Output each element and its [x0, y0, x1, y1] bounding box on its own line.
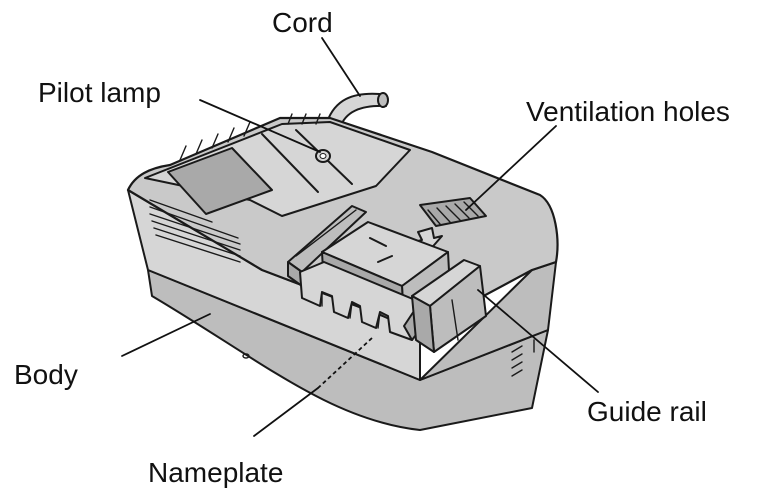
- ventilation-holes: [419, 197, 487, 227]
- rear-grille: [149, 113, 321, 263]
- label-cord: Cord: [272, 7, 333, 38]
- leader-cord: [321, 37, 361, 97]
- leader-lines: [121, 37, 599, 437]
- label-pilot-lamp: Pilot lamp: [38, 77, 161, 108]
- leader-body: [121, 313, 211, 357]
- leader-ventilation-holes: [465, 125, 557, 211]
- pilot-lamp-indicator: [315, 149, 331, 163]
- leader-nameplate: [253, 387, 319, 437]
- guide-rail-right: [411, 259, 487, 353]
- guide-rail-left: [287, 205, 367, 287]
- side-vents: [511, 339, 535, 377]
- leader-nameplate-dashed: [317, 337, 373, 389]
- label-ventilation-holes: Ventilation holes: [526, 96, 730, 127]
- label-body: Body: [14, 359, 78, 390]
- leader-pilot-lamp: [199, 99, 321, 153]
- label-nameplate: Nameplate: [148, 457, 284, 488]
- label-guide-rail: Guide rail: [587, 396, 707, 427]
- cord: [326, 92, 389, 129]
- leader-guide-rail: [477, 289, 599, 393]
- body-screw: [242, 353, 250, 359]
